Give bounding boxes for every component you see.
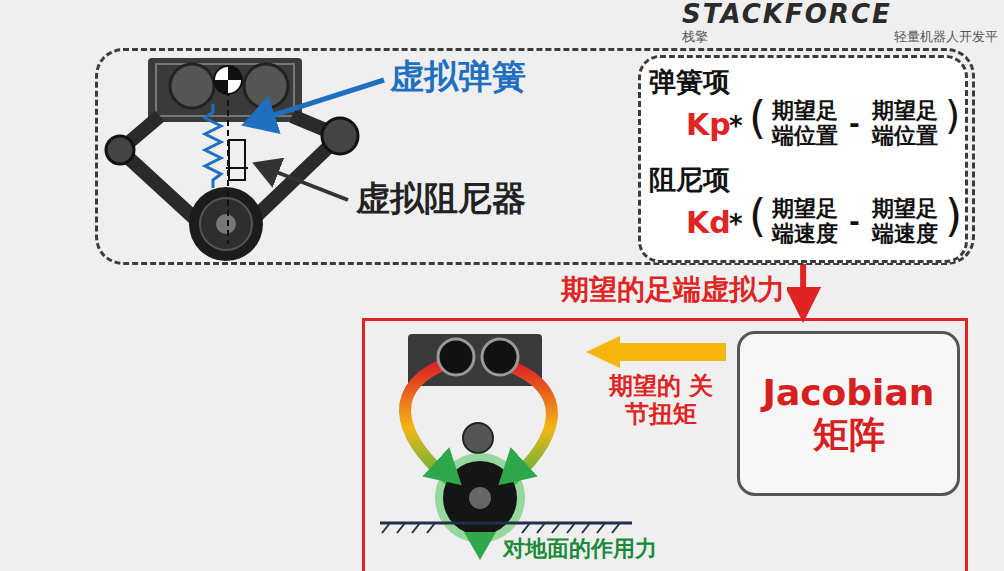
bottom-robot-part — [502, 462, 524, 482]
top-robot-part — [106, 136, 134, 164]
top-robot-part — [226, 167, 248, 169]
bracket: ( — [749, 194, 766, 238]
watermark-sub: 轻量机器人开发平 — [894, 30, 998, 44]
top-robot-part — [256, 164, 348, 200]
gain-symbol: Kd — [686, 206, 731, 241]
bottom-robot-part — [586, 336, 726, 368]
top-robot-part — [216, 214, 236, 234]
top-robot — [106, 58, 384, 261]
term-value: 期望足 端速度 — [767, 196, 843, 247]
spring-label: 虚拟弹簧 — [390, 57, 526, 96]
operator: - — [849, 208, 860, 238]
bottom-robot-part — [463, 423, 493, 453]
operator: * — [729, 210, 743, 240]
term-title: 弹簧项 — [649, 66, 730, 97]
top-robot-part — [205, 104, 221, 188]
flow-arrow — [800, 264, 806, 317]
jacobian-box: Jacobian 矩阵 — [737, 331, 960, 496]
bracket: ) — [945, 194, 962, 238]
top-robot-part — [246, 80, 384, 124]
bottom-robot-part — [380, 522, 632, 525]
bottom-robot-part — [436, 462, 458, 482]
top-robot-part — [322, 118, 358, 154]
bottom-robot-part — [382, 523, 620, 533]
top-robot-part — [228, 66, 242, 80]
top-robot-part — [200, 198, 252, 250]
matrix-label: Jacobian 矩阵 — [740, 372, 957, 455]
bottom-robot-part — [469, 487, 491, 509]
bottom-robot-part — [435, 453, 525, 543]
term-value: 期望足 端位置 — [867, 98, 943, 149]
watermark-sub: 栈擎 — [682, 30, 708, 44]
top-robot-part — [214, 80, 228, 94]
term-value: 期望足 端速度 — [867, 196, 943, 247]
bracket: ( — [749, 96, 766, 140]
bottom-robot — [380, 334, 726, 556]
top-robot-part — [189, 187, 263, 261]
operator: * — [729, 112, 743, 142]
bottom-robot-part — [438, 339, 474, 375]
top-robot-part — [214, 66, 242, 94]
watermark: STACKFORCE — [682, 0, 892, 29]
bottom-robot-part — [482, 339, 518, 375]
top-robot-part — [244, 64, 288, 108]
top-robot-part — [229, 140, 245, 180]
operator: - — [849, 110, 860, 140]
gain-symbol: Kp — [686, 108, 731, 143]
force-label: 对地面的作用力 — [503, 536, 657, 561]
red-group-box: 期望的 关节扭矩对地面的作用力 Jacobian 矩阵 — [362, 318, 968, 571]
bottom-robot-part — [478, 536, 482, 556]
term-value: 期望足 端位置 — [767, 98, 843, 149]
top-robot-part — [170, 64, 214, 108]
term-title: 阻尼项 — [649, 164, 730, 195]
damper-label: 虚拟阻尼器 — [356, 179, 526, 218]
edge-label: 期望的足端虚拟力 — [559, 275, 787, 306]
top-robot-part — [156, 64, 294, 116]
formula-box: 弹簧项Kp*(期望足 端位置-期望足 端位置)阻尼项Kd*(期望足 端速度-期望… — [638, 55, 968, 263]
dashed-group-box: 虚拟弹簧虚拟阻尼器弹簧项Kp*(期望足 端位置-期望足 端位置)阻尼项Kd*(期… — [95, 48, 975, 265]
bracket: ) — [945, 96, 960, 135]
torque-label: 期望的 关节扭矩 — [605, 373, 717, 428]
